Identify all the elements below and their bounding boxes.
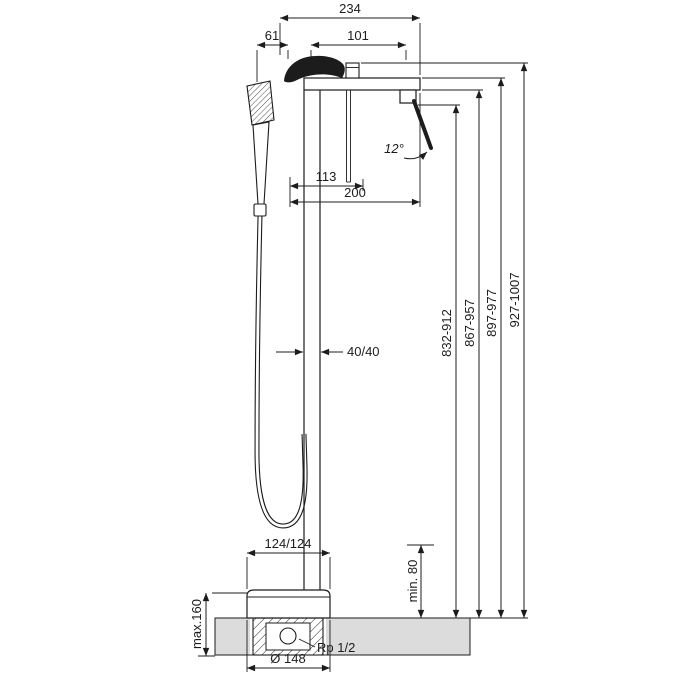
dim-spout-projection-label: 101 (347, 28, 369, 43)
spout-outlet (399, 89, 417, 104)
handle-angle-label: 12° (384, 141, 404, 156)
hand-shower-handle (252, 121, 270, 205)
base-diameter-label: Ø 148 (270, 651, 305, 666)
floor-section (214, 616, 528, 657)
dim-total-reach-label: 200 (344, 185, 366, 200)
mixer-handle (284, 55, 345, 83)
thread-leader (298, 638, 316, 648)
dim-overall-depth-label: 234 (339, 1, 361, 16)
thread-label: Rp 1/2 (317, 640, 355, 655)
spout-deck (303, 77, 421, 91)
base-escutcheon (246, 589, 331, 619)
height-overall-label: 927-1007 (507, 273, 522, 328)
max-floor-buildup-label: max.160 (189, 599, 204, 649)
shower-hose-outer (254, 215, 308, 529)
dimension-lines (198, 14, 528, 672)
dim-handshower-offset-label: 61 (265, 28, 279, 43)
dimension-labels: 234 61 101 113 200 12° 40/40 832-912 867… (189, 1, 522, 666)
supply-connection-port (279, 627, 297, 645)
height-outlet-label: 832-912 (439, 309, 454, 357)
angle-leader (403, 151, 428, 160)
hand-shower-connector (253, 203, 267, 217)
height-body-label: 897-977 (484, 289, 499, 337)
min-clearance-label: min. 80 (405, 560, 420, 603)
hand-shower-head (246, 80, 275, 126)
dim-outlet-offset-label: 113 (316, 169, 337, 184)
column-section-label: 40/40 (347, 344, 380, 359)
mixer-body (246, 55, 433, 619)
base-spacing-label: 124/124 (265, 536, 312, 551)
shower-hose-inner (255, 215, 307, 528)
shower-hose (254, 215, 308, 529)
diverter-knob (345, 62, 360, 79)
joystick-lever (412, 99, 433, 150)
height-spout-label: 867-957 (462, 299, 477, 347)
hand-shower (246, 80, 275, 217)
